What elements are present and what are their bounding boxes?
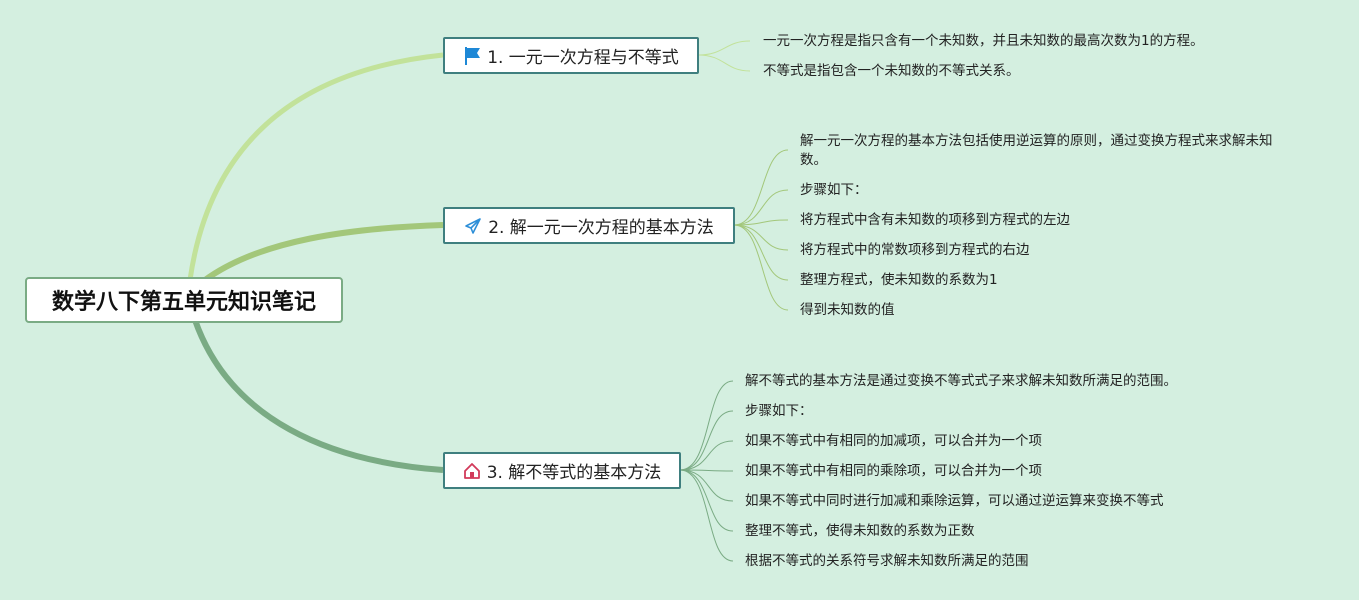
topic-1-label: 1. 一元一次方程与不等式	[487, 48, 679, 68]
branch-line-3	[192, 319, 444, 473]
leaf-3-5[interactable]: 如果不等式中同时进行加减和乘除运算，可以通过逆运算来变换不等式	[745, 493, 1164, 509]
leaf-2-2[interactable]: 步骤如下：	[800, 182, 868, 198]
flag-icon	[463, 46, 481, 66]
paper-plane-icon	[464, 217, 482, 235]
leaf-3-1[interactable]: 解不等式的基本方法是通过变换不等式式子来求解未知数所满足的范围。	[745, 373, 1177, 389]
leaf-lines-2	[733, 149, 789, 311]
branch-line-2	[203, 222, 444, 283]
leaf-2-3[interactable]: 将方程式中含有未知数的项移到方程式的左边	[800, 212, 1070, 228]
topic-2[interactable]: 2. 解一元一次方程的基本方法	[443, 207, 735, 244]
leaf-lines-3	[679, 380, 734, 562]
leaf-1-2[interactable]: 不等式是指包含一个未知数的不等式关系。	[763, 63, 1020, 79]
topic-1[interactable]: 1. 一元一次方程与不等式	[443, 37, 699, 74]
topic-3-label: 3. 解不等式的基本方法	[486, 463, 662, 483]
leaf-3-6[interactable]: 整理不等式，使得未知数的系数为正数	[745, 523, 975, 539]
leaf-2-6[interactable]: 得到未知数的值	[800, 302, 895, 318]
leaf-1-1[interactable]: 一元一次方程是指只含有一个未知数，并且未知数的最高次数为1的方程。	[763, 33, 1204, 49]
topic-3[interactable]: 3. 解不等式的基本方法	[443, 452, 681, 489]
branch-line-1	[187, 52, 444, 281]
topic-2-label: 2. 解一元一次方程的基本方法	[488, 218, 714, 238]
leaf-2-1b[interactable]: 数。	[800, 152, 827, 168]
leaf-2-5[interactable]: 整理方程式，使未知数的系数为1	[800, 272, 998, 288]
root-title: 数学八下第五单元知识笔记	[51, 290, 316, 315]
leaf-3-3[interactable]: 如果不等式中有相同的加减项，可以合并为一个项	[745, 433, 1042, 449]
leaf-2-1[interactable]: 解一元一次方程的基本方法包括使用逆运算的原则，通过变换方程式来求解未知	[800, 133, 1273, 149]
leaf-3-2[interactable]: 步骤如下：	[745, 403, 813, 419]
leaf-lines-1	[697, 40, 751, 72]
leaf-3-7[interactable]: 根据不等式的关系符号求解未知数所满足的范围	[745, 553, 1029, 569]
root-topic[interactable]: 数学八下第五单元知识笔记	[25, 277, 343, 323]
home-icon	[463, 462, 481, 480]
leaf-3-4[interactable]: 如果不等式中有相同的乘除项，可以合并为一个项	[745, 463, 1042, 479]
leaf-2-4[interactable]: 将方程式中的常数项移到方程式的右边	[800, 242, 1030, 258]
